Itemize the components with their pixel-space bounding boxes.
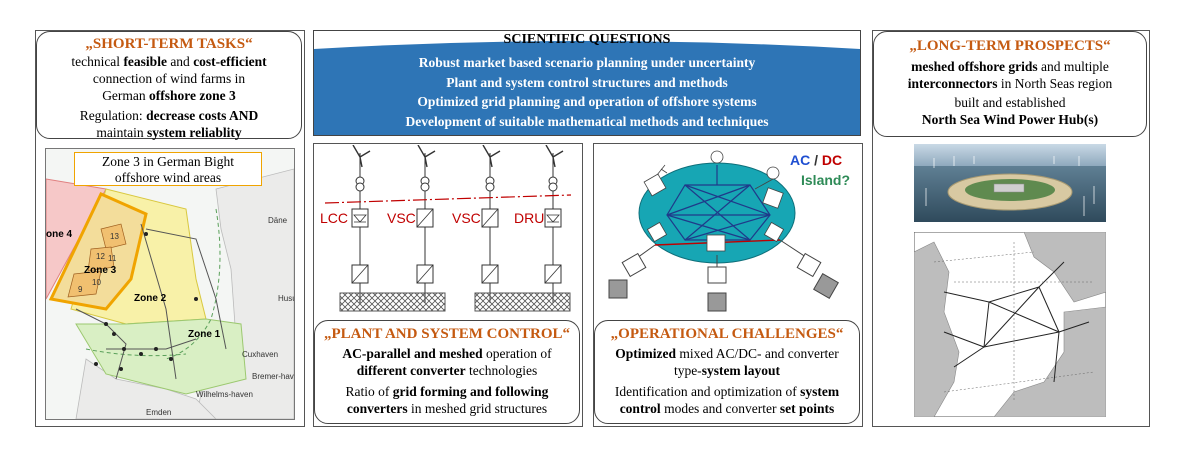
area-10: 10 xyxy=(92,278,101,287)
zone-2-label: Zone 2 xyxy=(134,293,167,304)
converter-label-dru: DRU xyxy=(514,210,544,226)
scientific-item-1: Robust market based scenario planning un… xyxy=(418,55,756,70)
zone-map-caption-line-2: offshore wind areas xyxy=(114,170,222,185)
zone-map-caption: Zone 3 in German Bight offshore wind are… xyxy=(74,152,262,186)
town-husum: Husu xyxy=(278,294,294,303)
long-term-line-4: North Sea Wind Power Hub(s) xyxy=(921,112,1099,127)
area-12: 12 xyxy=(96,252,105,261)
scientific-title: SCIENTIFIC QUESTIONS xyxy=(503,32,671,47)
town-daene: Däne xyxy=(268,216,288,225)
scientific-item-2: Plant and system control structures and … xyxy=(446,74,728,90)
area-11: 11 xyxy=(108,254,117,263)
converter-column-3 xyxy=(481,145,501,303)
zone-1-label: Zone 1 xyxy=(188,329,221,340)
long-term-line-2: interconnectors in North Seas region xyxy=(907,76,1113,91)
scientific-item-3: Optimized grid planning and operation of… xyxy=(417,94,757,109)
plant-control-line-1: AC-parallel and meshed operation of xyxy=(342,346,552,361)
short-term-line-3: German offshore zone 3 xyxy=(102,88,236,103)
operational-line-3: Identification and optimization of syste… xyxy=(614,384,840,399)
dc-mesh xyxy=(666,165,771,241)
short-term-title: „SHORT-TERM TASKS“ xyxy=(85,36,253,52)
scientific-list: Robust market based scenario planning un… xyxy=(314,53,860,131)
outer-converters xyxy=(608,252,839,312)
converter-column-4 xyxy=(544,145,564,303)
plant-control-card: „PLANT AND SYSTEM CONTROL“ AC-parallel a… xyxy=(314,320,580,424)
scientific-band-shape xyxy=(314,41,860,135)
short-term-line-5: maintain system reliablity xyxy=(96,125,242,140)
plant-control-line-2: different converter technologies xyxy=(356,363,538,378)
scientific-questions-panel: SCIENTIFIC QUESTIONS Robust market based… xyxy=(313,30,861,136)
ac-dc-label: AC / DC xyxy=(790,152,842,168)
town-emden: Emden xyxy=(146,408,171,417)
town-cuxhaven: Cuxhaven xyxy=(242,350,278,359)
long-term-line-1: meshed offshore grids and multiple xyxy=(911,59,1109,74)
long-term-title: „LONG-TERM PROSPECTS“ xyxy=(909,38,1111,54)
zone-map-caption-line-1: Zone 3 in German Bight xyxy=(102,154,234,169)
island-diagram: AC / DC Island? xyxy=(608,150,850,312)
converter-label-lcc: LCC xyxy=(320,210,348,226)
operational-line-1: Optimized mixed AC/DC- and converter xyxy=(615,346,839,361)
converter-label-vsc-1: VSC xyxy=(387,210,416,226)
town-wilhelmshaven: Wilhelms-haven xyxy=(196,390,253,399)
area-13: 13 xyxy=(110,232,119,241)
plant-control-line-3: Ratio of grid forming and following xyxy=(345,384,549,399)
long-term-card: „LONG-TERM PROSPECTS“ meshed offshore gr… xyxy=(873,31,1147,137)
scientific-item-4: Development of suitable mathematical met… xyxy=(405,113,769,129)
long-term-line-3: built and established xyxy=(954,95,1066,110)
north-sea-grid-map xyxy=(914,232,1106,417)
operational-title: „OPERATIONAL CHALLENGES“ xyxy=(610,326,844,342)
interconnector-lines xyxy=(943,261,1090,383)
wind-power-hub-image xyxy=(914,144,1106,222)
zone-map-graphic: one 4 Zone 3 Zone 2 Zone 1 13 12 11 10 9… xyxy=(46,168,294,419)
operational-line-4: control modes and converter set points xyxy=(619,401,835,416)
short-term-line-1: technical feasible and cost-efficient xyxy=(71,54,267,69)
seabed-right xyxy=(474,292,571,312)
zone-4-label: one 4 xyxy=(46,229,73,240)
town-bremerhaven: Bremer-haven xyxy=(252,372,294,381)
short-term-card: „SHORT-TERM TASKS“ technical feasible an… xyxy=(36,31,302,140)
zone-map: one 4 Zone 3 Zone 2 Zone 1 13 12 11 10 9… xyxy=(45,148,295,420)
short-term-line-2: connection of wind farms in xyxy=(92,71,246,86)
island-question: Island? xyxy=(801,172,850,188)
short-term-line-4: Regulation: decrease costs AND xyxy=(79,108,259,123)
seabed-left xyxy=(339,292,446,312)
converter-label-vsc-2: VSC xyxy=(452,210,481,226)
zone-3-label: Zone 3 xyxy=(84,265,117,276)
plant-control-title: „PLANT AND SYSTEM CONTROL“ xyxy=(323,326,570,342)
converter-column-1 xyxy=(351,145,371,303)
converter-column-2 xyxy=(416,145,436,303)
plant-control-line-4: converters in meshed grid structures xyxy=(346,401,548,416)
operational-card: „OPERATIONAL CHALLENGES“ Optimized mixed… xyxy=(594,320,860,424)
operational-line-2: type-system layout xyxy=(673,363,781,378)
converter-diagram: LCC VSC VSC DRU xyxy=(320,145,572,312)
ac-bus-line xyxy=(324,194,572,204)
area-9: 9 xyxy=(78,285,83,294)
